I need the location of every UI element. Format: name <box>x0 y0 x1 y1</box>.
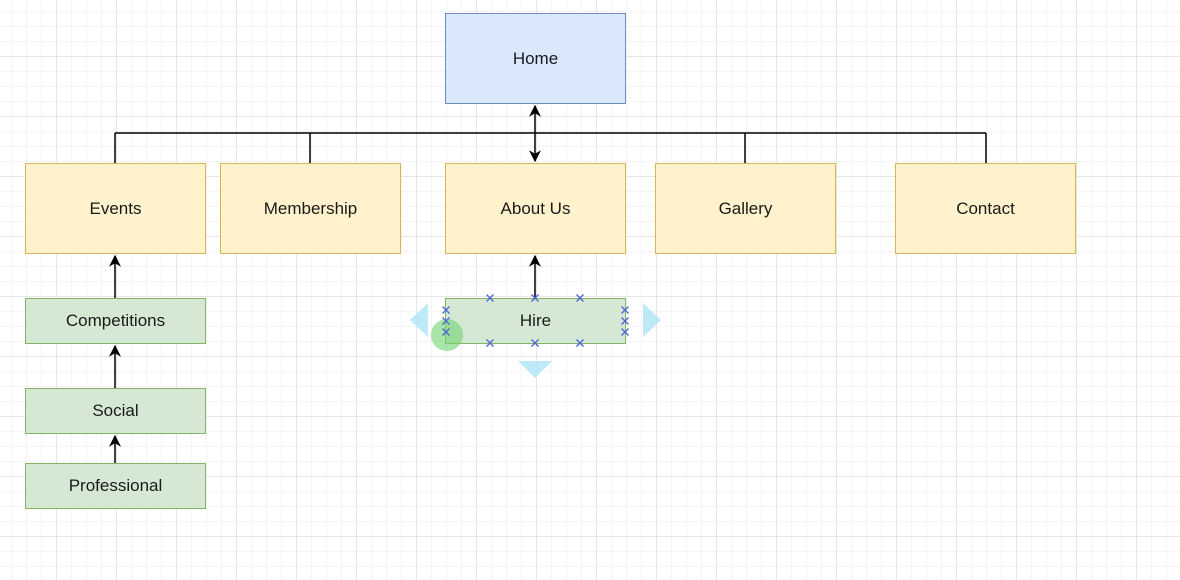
connect-arrow-left-icon[interactable] <box>410 303 428 337</box>
node-professional[interactable]: Professional <box>25 463 206 509</box>
node-about-us[interactable]: About Us <box>445 163 626 254</box>
node-gallery-label: Gallery <box>718 198 773 218</box>
node-professional-label: Professional <box>68 476 163 495</box>
node-competitions[interactable]: Competitions <box>25 298 206 344</box>
node-hire[interactable]: Hire <box>445 298 626 344</box>
rotate-handle-icon[interactable] <box>431 319 463 351</box>
node-events-label: Events <box>89 198 142 218</box>
connect-arrow-right-icon[interactable] <box>643 303 661 337</box>
node-home-label: Home <box>512 48 559 68</box>
node-home[interactable]: Home <box>445 13 626 104</box>
node-membership[interactable]: Membership <box>220 163 401 254</box>
node-hire-label: Hire <box>519 311 552 330</box>
node-contact[interactable]: Contact <box>895 163 1076 254</box>
node-membership-label: Membership <box>263 198 358 218</box>
node-competitions-label: Competitions <box>65 311 166 330</box>
connect-arrow-down-icon[interactable] <box>518 361 552 378</box>
node-social[interactable]: Social <box>25 388 206 434</box>
node-about-us-label: About Us <box>500 198 571 218</box>
node-events[interactable]: Events <box>25 163 206 254</box>
node-contact-label: Contact <box>956 198 1015 218</box>
node-gallery[interactable]: Gallery <box>655 163 836 254</box>
node-social-label: Social <box>92 401 139 420</box>
